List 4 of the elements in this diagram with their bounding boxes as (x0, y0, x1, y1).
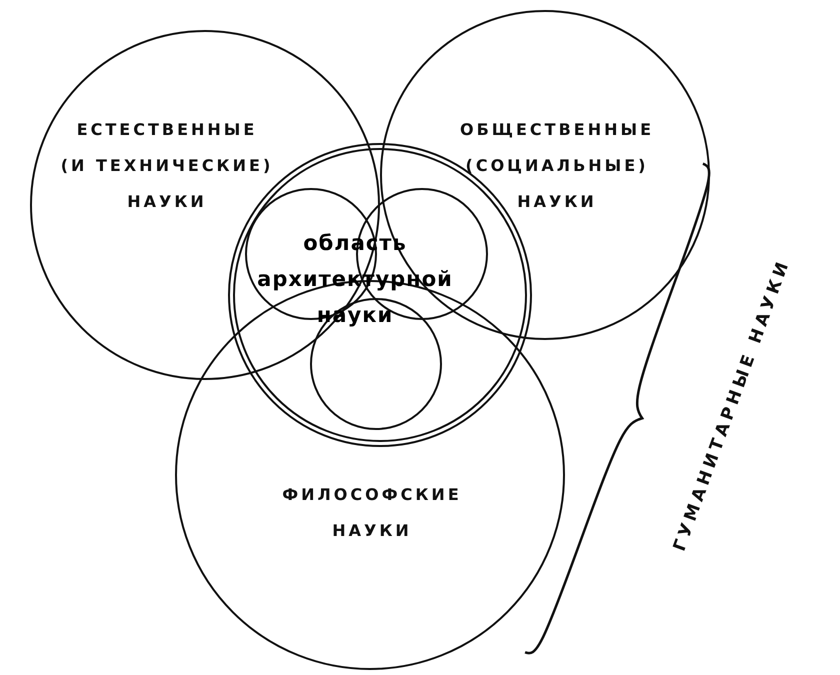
circle-label: ЕСТЕСТВЕННЫЕ (И ТЕХНИЧЕСКИЕ) НАУКИ (60, 120, 274, 211)
circle (310, 298, 442, 430)
circle-label: ФИЛОСОФСКИЕ НАУКИ (282, 485, 462, 540)
circle-label: ОБЩЕСТВЕННЫЕ (СОЦИАЛЬНЫЕ) НАУКИ (460, 120, 654, 211)
